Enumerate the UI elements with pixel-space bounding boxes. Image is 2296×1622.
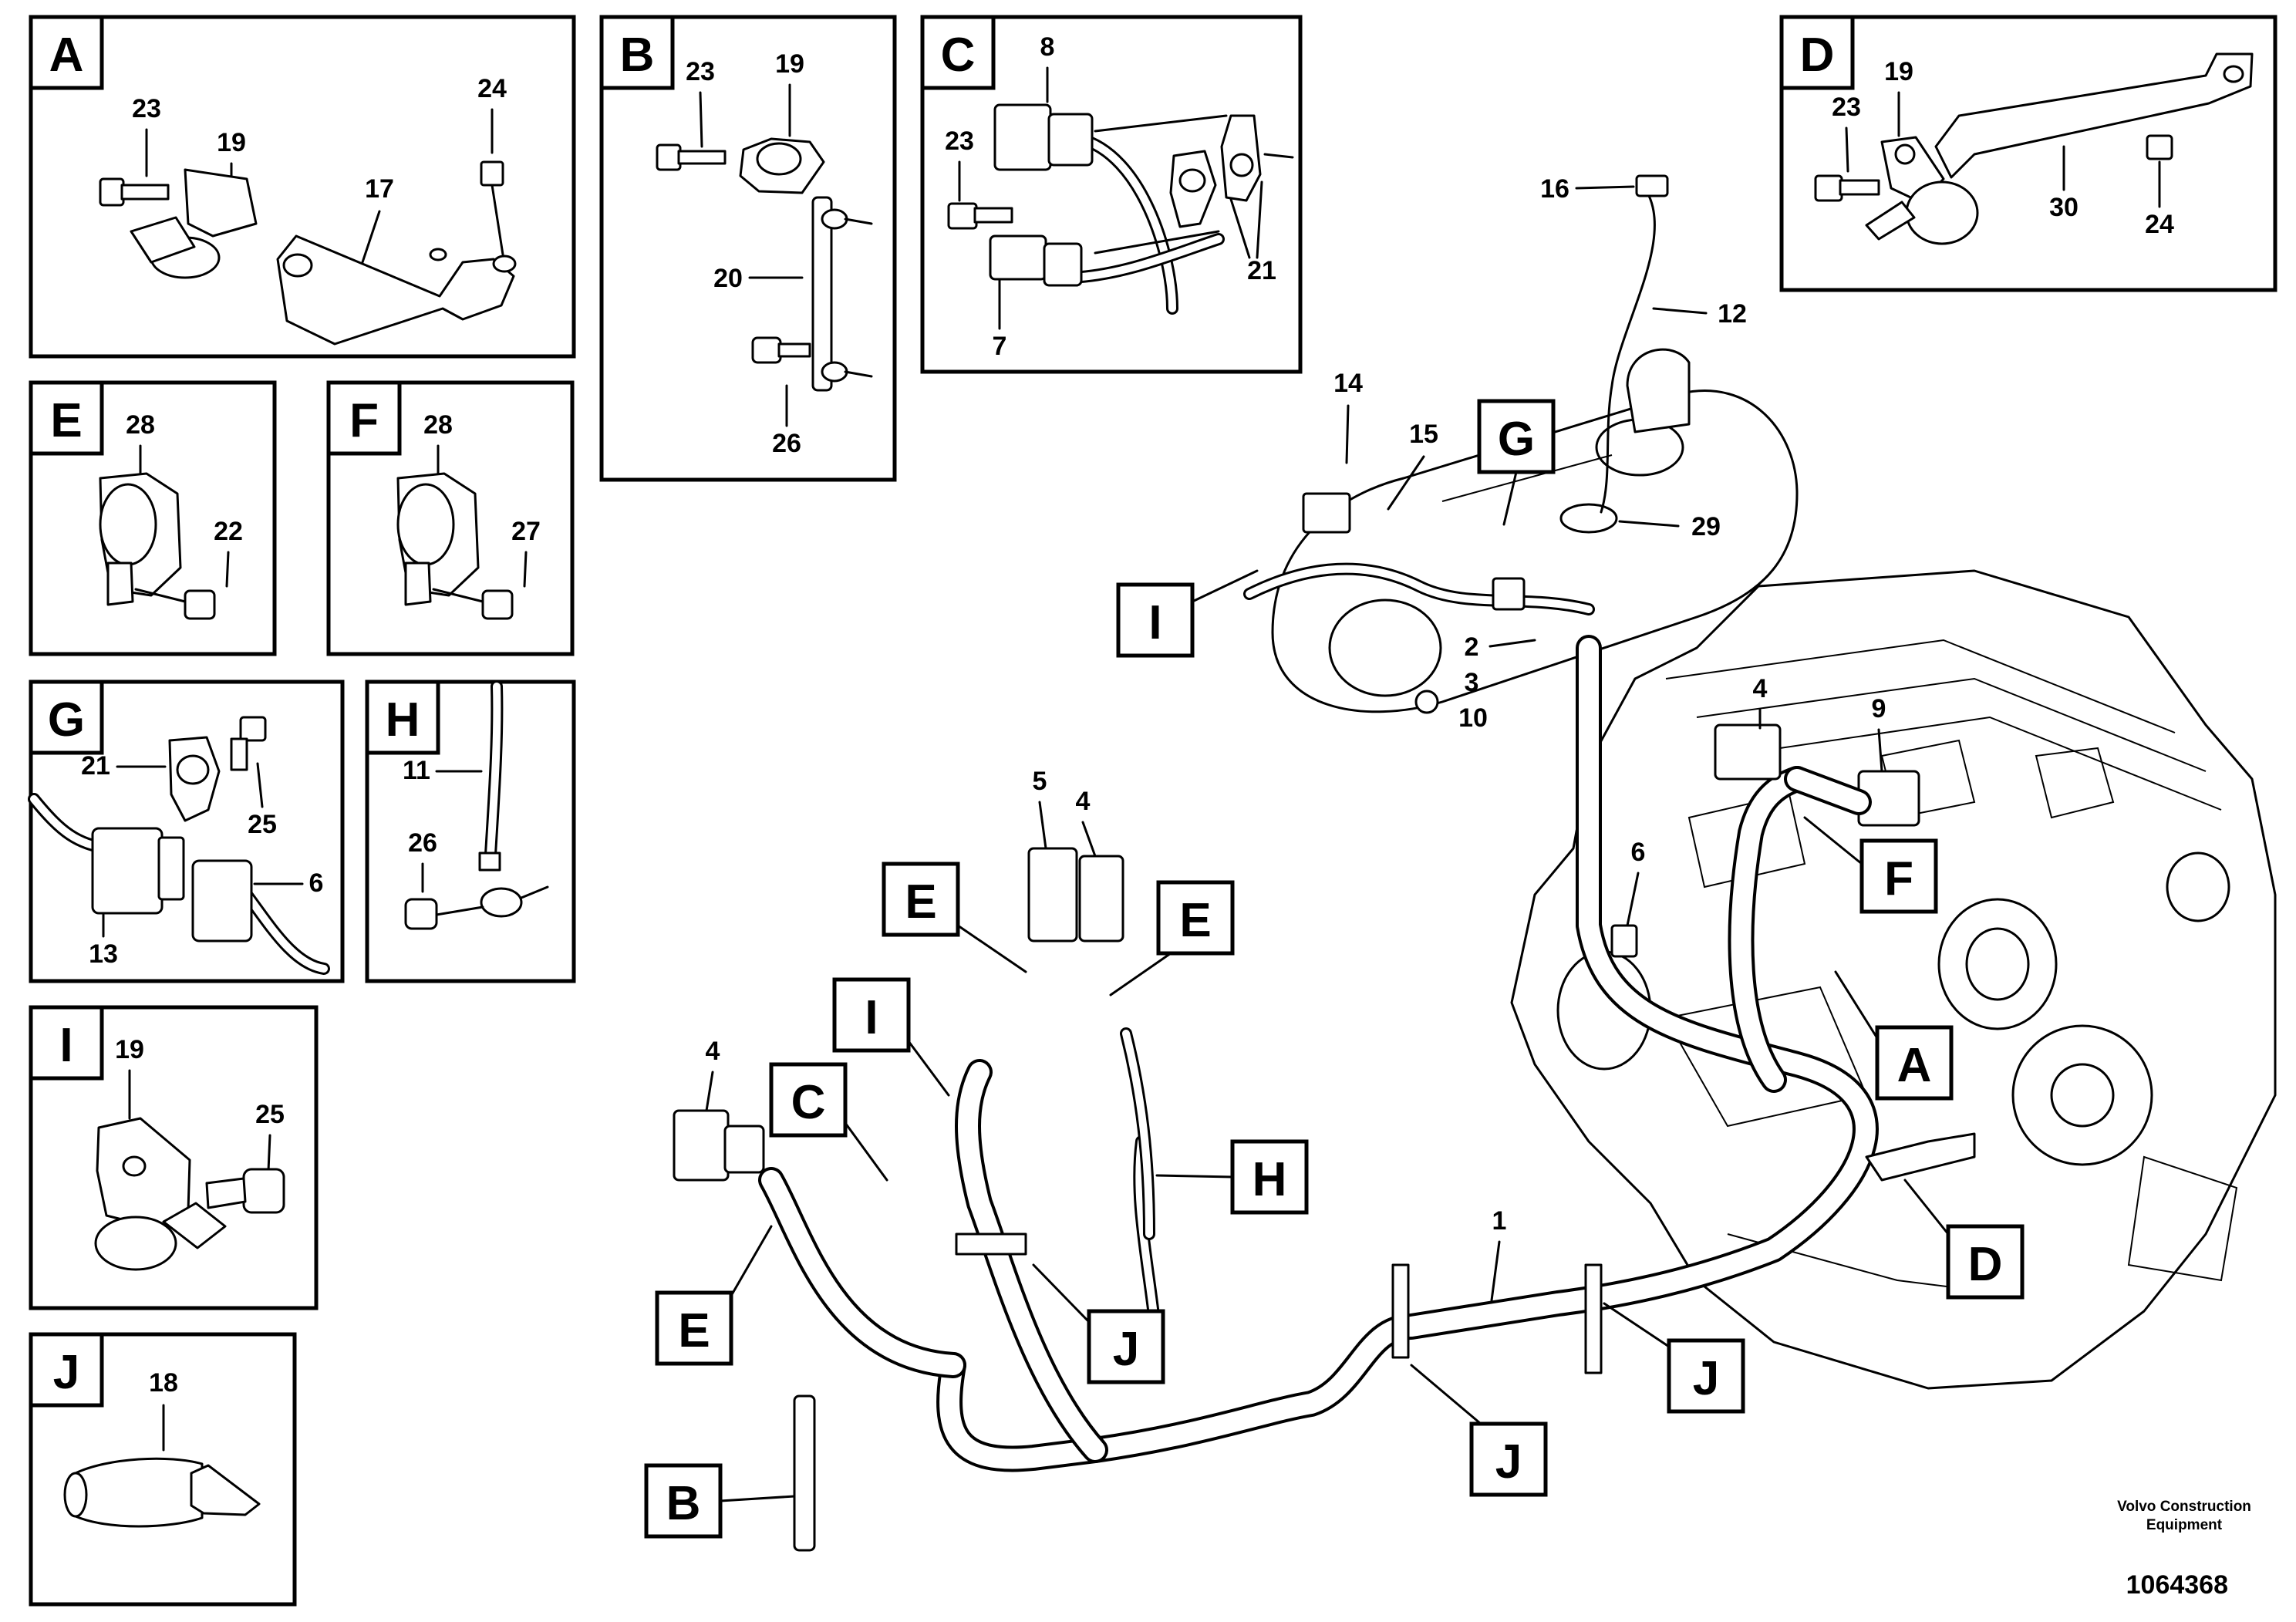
panel-letter-e: E: [50, 394, 82, 447]
main-view-callouts: G I F A D E E I H C: [644, 399, 2025, 1539]
panel-letter-c: C: [941, 29, 976, 82]
part-number-16: 16: [1540, 174, 1569, 204]
label-c-21: 21: [1247, 256, 1276, 285]
callout-d: D: [1968, 1238, 2003, 1291]
panel-letter-b: B: [620, 29, 655, 82]
label-g-21: 21: [81, 751, 110, 781]
drawing-number: 1064368: [2126, 1570, 2228, 1600]
callout-b: B: [666, 1477, 701, 1530]
part-number-15: 15: [1409, 420, 1438, 449]
label-e-28: 28: [126, 410, 155, 440]
detail-panel-a: A 23 19 17 24: [29, 15, 576, 359]
label-c-7: 7: [993, 332, 1007, 361]
detail-panel-c: C 8 23 21 7: [920, 15, 1303, 374]
panel-letter-d: D: [1800, 29, 1835, 82]
callout-j-right: J: [1693, 1352, 1719, 1405]
detail-panel-b: B 23 19 20 26: [599, 15, 897, 482]
label-d-30: 30: [2049, 193, 2079, 222]
part-number-2: 2: [1465, 632, 1479, 662]
label-c-8: 8: [1040, 32, 1055, 62]
label-a-17: 17: [365, 174, 394, 204]
label-b-23: 23: [686, 57, 715, 86]
label-a-24: 24: [477, 74, 507, 103]
label-g-13: 13: [89, 939, 118, 969]
callout-j-middle: J: [1495, 1435, 1522, 1489]
label-f-28: 28: [423, 410, 453, 440]
label-d-23: 23: [1832, 93, 1861, 122]
part-number-4-right: 4: [1753, 674, 1768, 703]
part-number-4-middle: 4: [1076, 787, 1091, 816]
label-g-25: 25: [248, 810, 277, 839]
detail-panel-i: I 19 25: [29, 1005, 319, 1310]
label-f-27: 27: [511, 517, 541, 546]
detail-panel-g: G 21 25 6 13: [28, 679, 345, 983]
part-number-1: 1: [1492, 1206, 1507, 1236]
label-a-19: 19: [217, 128, 246, 157]
part-number-12: 12: [1718, 299, 1747, 329]
part-number-10: 10: [1458, 703, 1488, 733]
detail-panel-j: J 18: [29, 1332, 297, 1607]
part-number-3: 3: [1465, 668, 1479, 697]
part-number-5: 5: [1033, 767, 1047, 796]
label-b-20: 20: [713, 264, 743, 293]
callout-e-left: E: [905, 875, 936, 929]
detail-panel-f: F 28 27: [326, 380, 575, 656]
callout-i-lower: I: [865, 991, 878, 1044]
main-view-part-numbers: 16 12 14 15 29 2 3 10 4 9 5 4 6 1 4: [705, 174, 1886, 1302]
label-d-19: 19: [1884, 57, 1913, 86]
label-d-24: 24: [2145, 210, 2174, 239]
panel-letter-h: H: [386, 693, 420, 747]
callout-a: A: [1897, 1039, 1932, 1092]
callout-e-right: E: [1179, 894, 1211, 947]
label-i-19: 19: [115, 1035, 144, 1064]
label-c-23: 23: [945, 126, 974, 156]
callout-e-lower: E: [678, 1304, 710, 1357]
callout-i-upper: I: [1148, 596, 1161, 649]
detail-panel-e: E 28 22: [29, 380, 277, 656]
brand-line-2: Equipment: [2146, 1517, 2223, 1533]
detail-panel-h: H 11 26: [365, 679, 576, 983]
callout-g: G: [1498, 413, 1535, 466]
part-number-6: 6: [1631, 838, 1646, 867]
part-number-14: 14: [1333, 369, 1363, 398]
callout-j-left: J: [1113, 1323, 1139, 1376]
panel-letter-i: I: [59, 1019, 72, 1072]
label-g-6: 6: [309, 868, 324, 898]
label-h-26: 26: [408, 828, 437, 858]
panel-letter-a: A: [49, 29, 84, 82]
callout-f: F: [1884, 852, 1913, 905]
part-number-4-left: 4: [706, 1037, 720, 1066]
callout-h: H: [1253, 1153, 1287, 1206]
label-h-11: 11: [403, 756, 430, 785]
callout-c: C: [791, 1076, 826, 1129]
panel-letter-j: J: [53, 1346, 79, 1399]
label-e-22: 22: [214, 517, 243, 546]
main-wiring-harness: [673, 174, 1976, 1552]
label-a-23: 23: [132, 94, 161, 123]
brand-line-1: Volvo Construction: [2117, 1499, 2251, 1515]
part-number-29: 29: [1691, 512, 1721, 541]
label-b-26: 26: [772, 429, 801, 458]
panel-letter-f: F: [349, 394, 379, 447]
panel-letter-g: G: [48, 693, 85, 747]
label-b-19: 19: [775, 49, 804, 79]
label-i-25: 25: [255, 1100, 285, 1129]
brand-caption: Volvo Construction Equipment: [2095, 1498, 2273, 1535]
label-j-18: 18: [149, 1368, 178, 1398]
detail-panel-d: D 19 23 30 24: [1779, 15, 2277, 292]
part-number-9: 9: [1872, 694, 1886, 723]
